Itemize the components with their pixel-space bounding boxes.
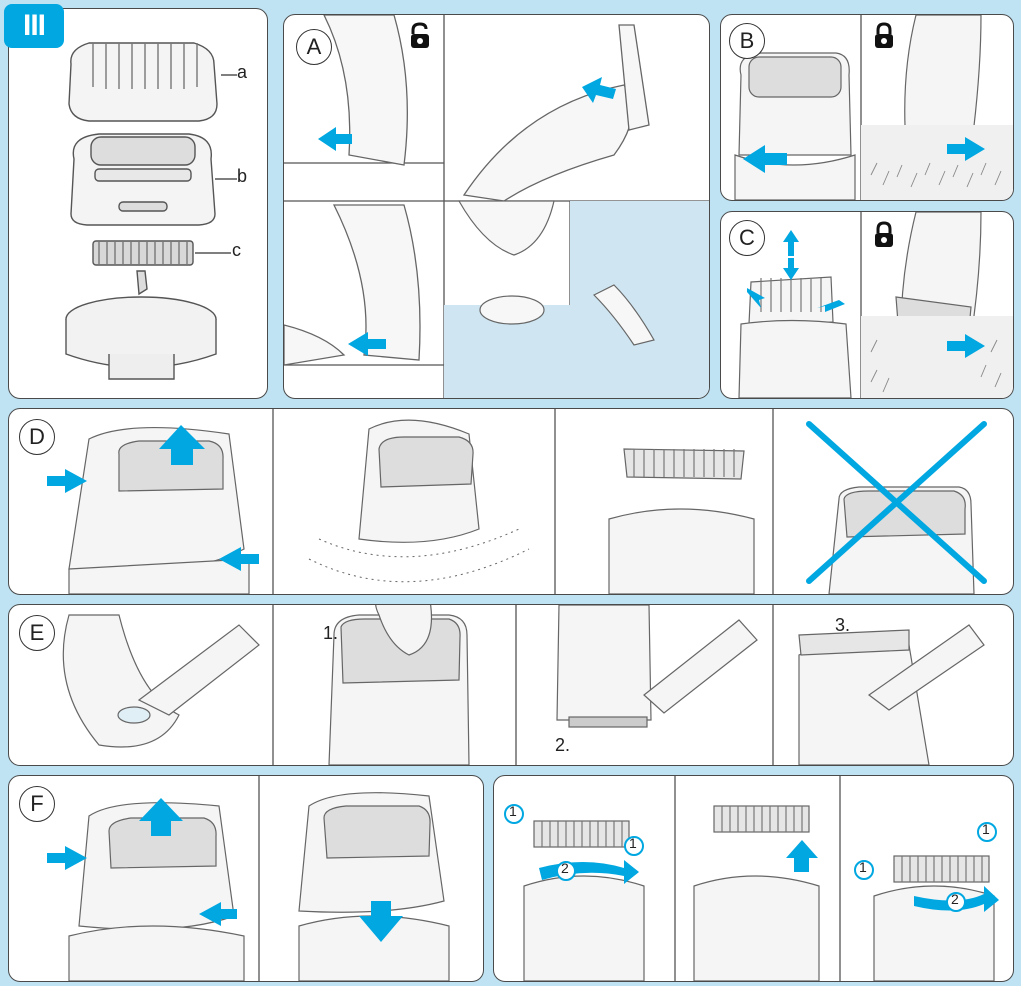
step-markers-f xyxy=(494,776,1013,981)
step-label-e3: 3. xyxy=(835,615,850,636)
section-letter-c: C xyxy=(729,220,765,256)
step-marker-f2a: 2 xyxy=(561,860,569,876)
panel-f-left-illustration xyxy=(9,776,483,981)
panel-d: D xyxy=(8,408,1014,595)
panel-a: A unlocked-padlock-icon xyxy=(283,14,710,399)
section-letter-e: E xyxy=(19,615,55,651)
step-marker-f1d: 1 xyxy=(859,859,867,875)
panel-c: C locked-padlock-icon xyxy=(720,211,1014,399)
section-letter-b: B xyxy=(729,23,765,59)
panel-b: B locked-padlock-icon xyxy=(720,14,1014,201)
section-badge: III xyxy=(4,4,64,48)
step-label-e1: 1. xyxy=(323,623,338,644)
panel-e: E 1. 2. 3. xyxy=(8,604,1014,766)
parts-illustration xyxy=(9,9,267,398)
step-marker-f1b: 1 xyxy=(629,835,637,851)
part-label-a: a xyxy=(237,62,247,83)
panel-f-left: F xyxy=(8,775,484,982)
part-label-b: b xyxy=(237,166,247,187)
part-label-c: c xyxy=(232,240,241,261)
section-letter-d: D xyxy=(19,419,55,455)
step-label-e2: 2. xyxy=(555,735,570,756)
step-marker-f2b: 2 xyxy=(951,891,959,907)
section-letter-a: A xyxy=(296,29,332,65)
panel-a-illustration xyxy=(284,15,709,398)
step-marker-f1c: 1 xyxy=(982,821,990,837)
parts-overview-panel: a b c xyxy=(8,8,268,399)
panel-e-illustration xyxy=(9,605,1013,765)
panel-f-right: 1 1 2 1 1 2 xyxy=(493,775,1014,982)
panel-d-illustration xyxy=(9,409,1013,594)
section-letter-f: F xyxy=(19,786,55,822)
step-marker-f1a: 1 xyxy=(509,803,517,819)
